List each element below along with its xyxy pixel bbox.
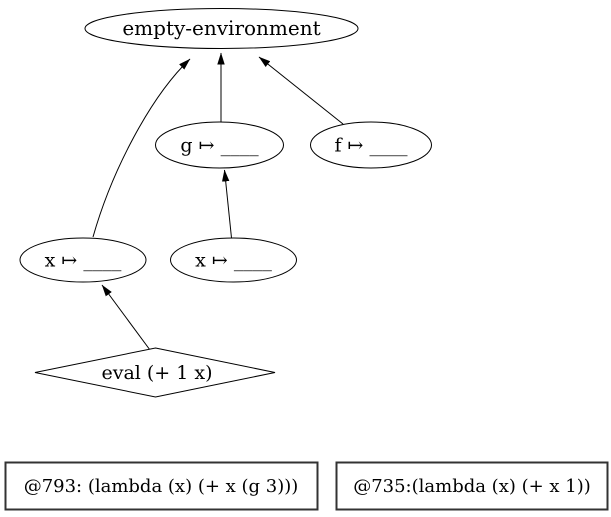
eval-diamond-shape [34,347,276,398]
edge-binding-x-outer-to-empty-environment [92,58,191,238]
binding-f-label: f ↦ ____ [334,135,408,157]
empty-environment-ellipse [84,8,359,49]
edge-binding-f-to-empty-environment [258,56,344,125]
binding-x-outer-ellipse [19,237,147,283]
procedure-793-label: @793: (lambda (x) (+ x (g 3))) [24,476,299,497]
edge-binding-x-inner-to-binding-g [221,169,232,239]
procedure-735-box [335,461,609,511]
binding-g-label: g ↦ ____ [180,135,259,157]
node-eval-diamond: eval (+ 1 x) [34,347,276,398]
node-binding-f: f ↦ ____ [310,121,432,169]
binding-x-inner-ellipse [170,237,297,283]
binding-g-ellipse [155,121,284,169]
node-binding-x-inner: x ↦ ____ [170,237,297,283]
empty-environment-label: empty-environment [122,16,320,40]
edge-eval-to-binding-x-outer [101,284,151,351]
procedure-735-label: @735:(lambda (x) (+ x 1)) [353,476,591,497]
binding-x-inner-label: x ↦ ____ [195,250,272,272]
eval-label: eval (+ 1 x) [101,362,212,384]
procedure-793-box [4,461,319,511]
edges [92,52,344,351]
node-binding-x-outer: x ↦ ____ [19,237,147,283]
node-procedure-735: @735:(lambda (x) (+ x 1)) [335,461,609,511]
node-binding-g: g ↦ ____ [155,121,284,169]
node-empty-environment: empty-environment [84,8,359,49]
binding-f-ellipse [310,121,432,169]
binding-x-outer-label: x ↦ ____ [45,250,122,272]
node-procedure-793: @793: (lambda (x) (+ x (g 3))) [4,461,319,511]
